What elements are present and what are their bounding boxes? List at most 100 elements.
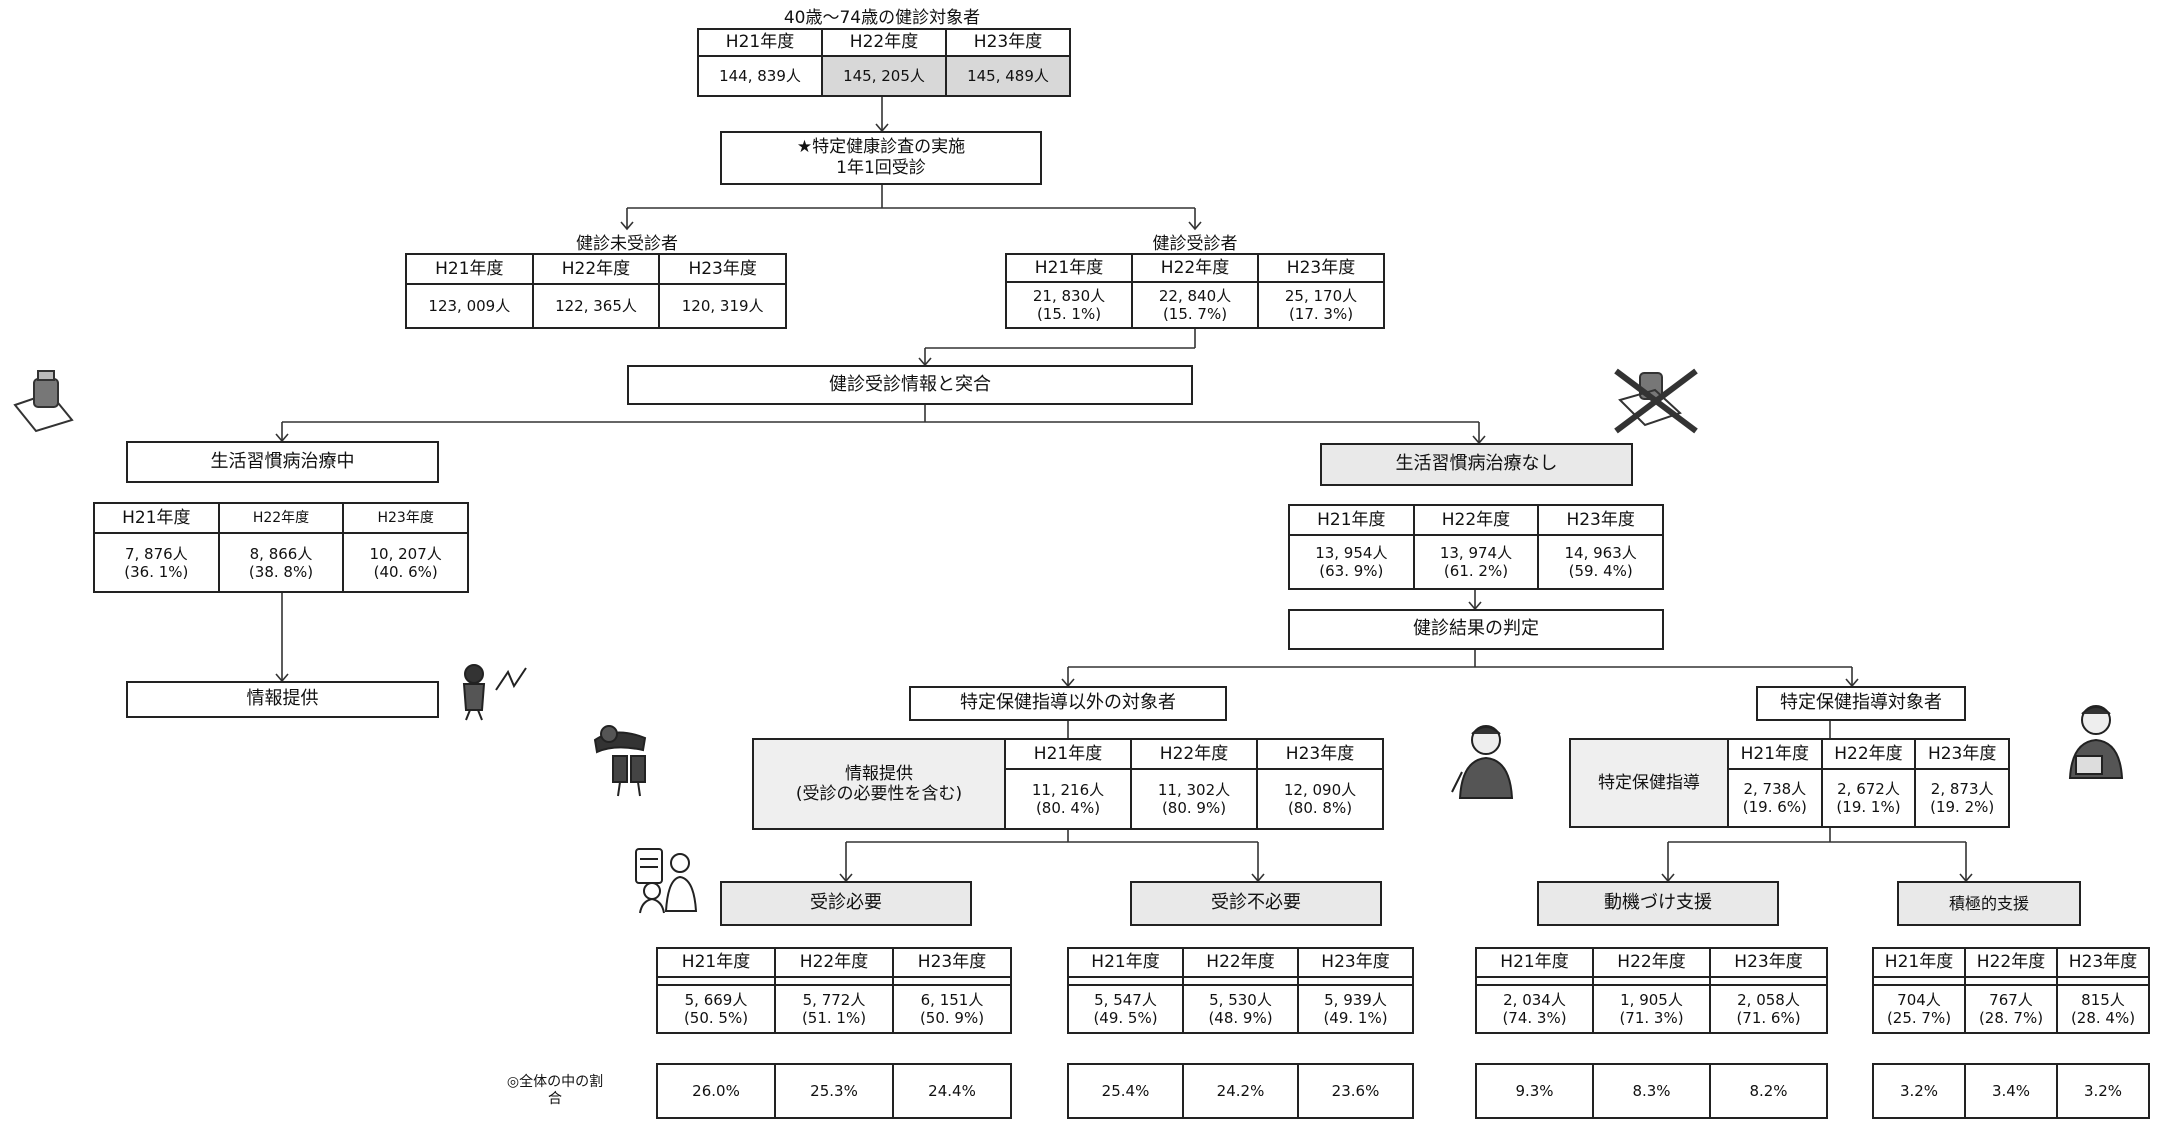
year-header: H21年度: [1004, 738, 1132, 770]
non-examinee-count: 122, 365人: [531, 283, 661, 329]
leaf-label: 動機づけ支援: [1604, 892, 1712, 914]
share-of-total-label: ◎全体の中の割 合: [506, 1074, 604, 1107]
year-header: H21年度: [1067, 947, 1184, 978]
leaf-box-motivational-support: 動機づけ支援: [1537, 881, 1779, 926]
share-table-exam-not-needed: 25.4%24.2%23.6%: [1067, 1063, 1414, 1119]
non-guidance-count: 11, 216人 (80. 4%): [1004, 768, 1132, 830]
leaf-label: 受診必要: [810, 892, 882, 914]
leaf-count: 5, 669人 (50. 5%): [656, 984, 776, 1034]
non-guidance-count: 11, 302人 (80. 9%): [1130, 768, 1258, 830]
year-header: H22年度: [1412, 504, 1540, 536]
in-treatment-count: 10, 207人 (40. 6%): [342, 532, 469, 593]
in-treatment-table: H21年度 H22年度 H23年度 7, 876人 (36. 1%) 8, 86…: [93, 502, 469, 593]
year-header: H21年度: [1005, 253, 1133, 283]
year-header: H22年度: [1182, 947, 1299, 978]
non-examinee-count: 120, 319人: [658, 283, 787, 329]
judgment-box: 健診結果の判定: [1288, 609, 1664, 650]
year-header: H23年度: [1537, 504, 1664, 536]
guidance-targets-box: 特定保健指導対象者: [1756, 686, 1966, 721]
person-writing-icon: [2068, 705, 2124, 779]
implementation-title: ★特定健康診査の実施: [796, 136, 966, 157]
leaf-count: 704人 (25. 7%): [1872, 984, 1966, 1034]
share-table-exam-needed: 26.0%25.3%24.4%: [656, 1063, 1012, 1119]
target-population-table: H21年度 H22年度 H23年度 144, 839人 145, 205人 14…: [697, 28, 1071, 97]
year-header: H23年度: [1709, 947, 1828, 978]
year-header: H21年度: [1475, 947, 1594, 978]
year-header: H22年度: [217, 502, 345, 534]
target-count: 144, 839人: [697, 55, 823, 97]
year-header: H22年度: [1820, 738, 1917, 770]
doctors-icon: [635, 848, 698, 914]
info-provision-box: 情報提供: [126, 681, 439, 718]
share-value: 26.0%: [656, 1063, 776, 1119]
leaf-count: 5, 530人 (48. 9%): [1182, 984, 1299, 1034]
medicine-bottle-icon: [13, 370, 74, 433]
year-header: H23年度: [1914, 738, 2010, 770]
year-header: H23年度: [1257, 253, 1385, 283]
non-examinee-count: 123, 009人: [405, 283, 534, 329]
year-header: H23年度: [2056, 947, 2150, 978]
year-header: H23年度: [658, 253, 787, 285]
target-count: 145, 489人: [945, 55, 1071, 97]
leaf-count: 5, 547人 (49. 5%): [1067, 984, 1184, 1034]
non-examinees-table: H21年度 H22年度 H23年度 123, 009人 122, 365人 12…: [405, 253, 787, 329]
leaf-count: 2, 034人 (74. 3%): [1475, 984, 1594, 1034]
guidance-title: 特定保健指導: [1569, 738, 1729, 828]
year-header: H21年度: [405, 253, 534, 285]
examinee-count: 21, 830人 (15. 1%): [1005, 281, 1133, 329]
no-treatment-count: 14, 963人 (59. 4%): [1537, 534, 1664, 590]
share-table-active-support: 3.2%3.4%3.2%: [1872, 1063, 2150, 1119]
leaf-count: 5, 939人 (49. 1%): [1297, 984, 1414, 1034]
non-guidance-targets-box: 特定保健指導以外の対象者: [909, 686, 1227, 721]
person-phone-icon: [462, 664, 527, 721]
implementation-frequency: 1年1回受診: [836, 158, 926, 178]
in-treatment-box: 生活習慣病治療中: [126, 441, 439, 483]
share-value: 23.6%: [1297, 1063, 1414, 1119]
no-treatment-count: 13, 974人 (61. 2%): [1412, 534, 1540, 590]
examinees-title: 健診受診者: [1152, 234, 1238, 254]
year-header: H22年度: [1131, 253, 1259, 283]
person-bowing-icon: [593, 725, 647, 797]
year-header: H23年度: [945, 28, 1071, 57]
non-guidance-count: 12, 090人 (80. 8%): [1256, 768, 1384, 830]
target-count: 145, 205人: [821, 55, 947, 97]
share-value: 25.4%: [1067, 1063, 1184, 1119]
in-treatment-count: 7, 876人 (36. 1%): [93, 532, 220, 593]
year-header: H23年度: [1297, 947, 1414, 978]
leaf-box-active-support: 積極的支援: [1897, 881, 2081, 926]
year-header: H22年度: [1592, 947, 1711, 978]
non-examinees-title: 健診未受診者: [576, 234, 678, 254]
year-header: H22年度: [821, 28, 947, 57]
no-treatment-box: 生活習慣病治療なし: [1320, 443, 1633, 486]
matching-label: 健診受診情報と突合: [829, 373, 991, 395]
leaf-box-exam-needed: 受診必要: [720, 881, 972, 926]
leaf-box-exam-not-needed: 受診不必要: [1130, 881, 1382, 926]
examinee-count: 25, 170人 (17. 3%): [1257, 281, 1385, 329]
share-value: 8.3%: [1592, 1063, 1711, 1119]
matching-box: 健診受診情報と突合: [627, 365, 1193, 405]
no-medicine-icon: [1614, 368, 1698, 434]
examinee-count: 22, 840人 (15. 7%): [1131, 281, 1259, 329]
share-value: 3.4%: [1964, 1063, 2058, 1119]
share-value: 3.2%: [1872, 1063, 1966, 1119]
guidance-label: 特定保健指導対象者: [1780, 692, 1942, 714]
year-header: H23年度: [1256, 738, 1384, 770]
year-header: H22年度: [531, 253, 661, 285]
year-header: H23年度: [892, 947, 1012, 978]
year-header: H22年度: [1964, 947, 2058, 978]
guidance-count: 2, 738人 (19. 6%): [1727, 768, 1823, 828]
year-header: H21年度: [93, 502, 220, 534]
year-header: H22年度: [1130, 738, 1258, 770]
leaf-count: 1, 905人 (71. 3%): [1592, 984, 1711, 1034]
in-treatment-label: 生活習慣病治療中: [210, 450, 355, 472]
share-value: 25.3%: [774, 1063, 894, 1119]
target-population-title: 40歳～74歳の健診対象者: [783, 8, 981, 28]
share-value: 24.4%: [892, 1063, 1012, 1119]
in-treatment-count: 8, 866人 (38. 8%): [217, 532, 345, 593]
examinees-table: H21年度 H22年度 H23年度 21, 830人 (15. 1%) 22, …: [1005, 253, 1385, 329]
share-table-motivational-support: 9.3%8.3%8.2%: [1475, 1063, 1828, 1119]
share-value: 8.2%: [1709, 1063, 1828, 1119]
